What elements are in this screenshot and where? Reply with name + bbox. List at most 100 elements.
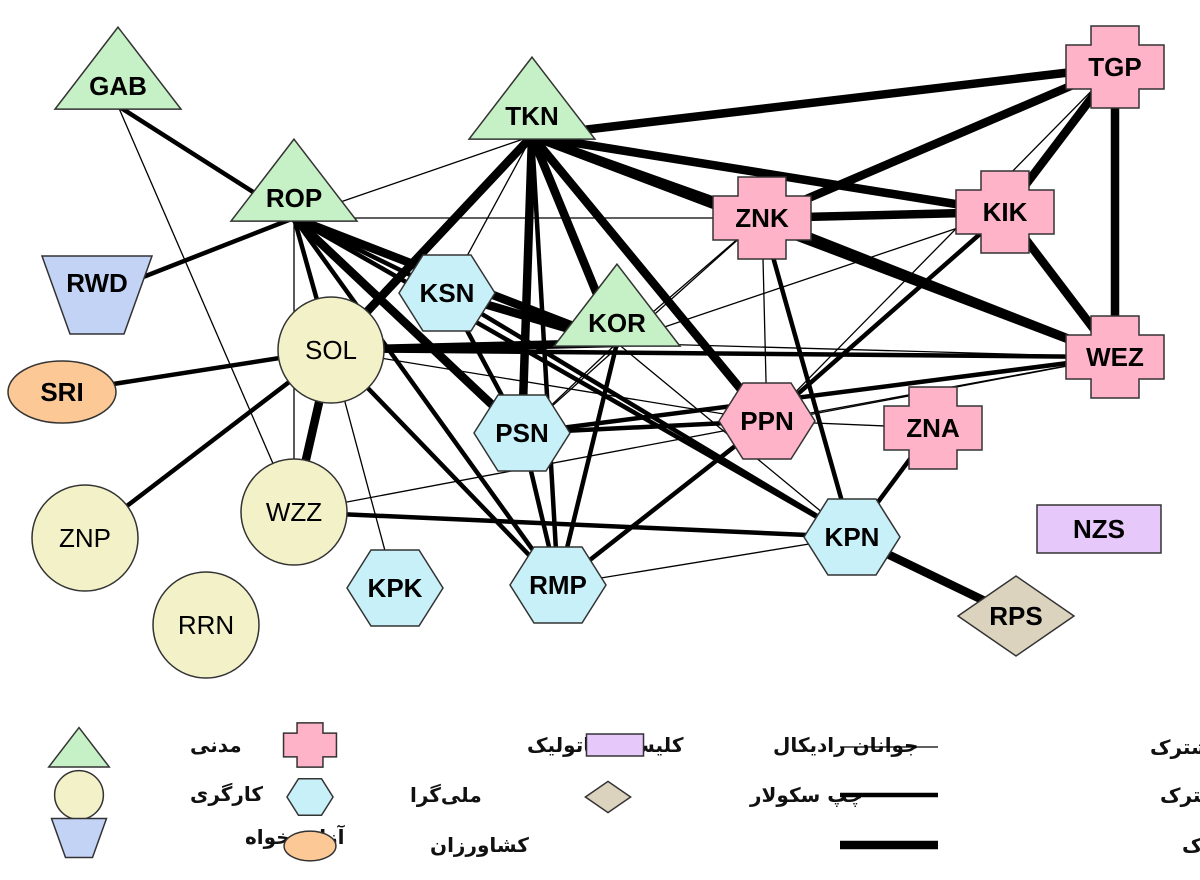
legend-label: ملی‌گرا <box>410 783 482 807</box>
node-rwd[interactable]: RWD <box>40 255 154 335</box>
legend-ellipse-icon <box>283 830 337 862</box>
trapezoid-shape <box>40 255 154 335</box>
legend-item-secular-left: چپ سکولار <box>584 780 863 814</box>
node-ppn[interactable]: PPN <box>718 382 816 460</box>
legend-edge-3-4: ۳ یا ۴ عضو مشترک <box>840 783 1200 807</box>
legend: مدنیکارگریآزادی‌خواهکلیسای کاتولیکملی‌گر… <box>47 722 1200 862</box>
legend-item-catholic: کلیسای کاتولیک <box>282 722 684 768</box>
edge-rmp-kpn <box>557 536 853 586</box>
legend-item-farmers: کشاورزان <box>283 830 529 862</box>
legend-label: حداقل ۵ عضو مشترک <box>1182 833 1200 857</box>
legend-item-civil: مدنی <box>47 726 242 768</box>
cross-shape <box>955 170 1055 254</box>
node-label: PSN <box>495 418 548 448</box>
edge-wez-sol <box>330 347 1116 360</box>
node-tkn[interactable]: TKN <box>467 55 597 140</box>
node-label: ROP <box>266 183 322 213</box>
legend-triangle-icon <box>47 726 111 768</box>
edge-wez-psn <box>521 354 1116 436</box>
edge-ppn-rmp <box>556 419 769 587</box>
triangle-shape <box>53 25 183 110</box>
edge-wez-kor <box>616 342 1116 358</box>
node-label: ZNK <box>735 203 789 233</box>
edge-rop-kpn <box>292 216 854 539</box>
legend-label: ۱ یا ۲ عضو مشترک <box>1150 735 1200 759</box>
hexagon-shape <box>473 394 571 472</box>
edge-kor-rmp <box>555 342 620 586</box>
node-label: KOR <box>588 308 646 338</box>
node-label: WZZ <box>266 497 322 527</box>
node-zna[interactable]: ZNA <box>883 386 983 470</box>
node-label: WEZ <box>1086 342 1144 372</box>
edge-tkn-kik <box>531 131 1006 217</box>
node-label: SRI <box>40 377 83 407</box>
node-rps[interactable]: RPS <box>956 575 1076 657</box>
node-gab[interactable]: GAB <box>53 25 183 110</box>
node-kik[interactable]: KIK <box>955 170 1055 254</box>
edge-tkn-tgp <box>531 62 1116 141</box>
node-label: ZNA <box>906 413 960 443</box>
circle-shape <box>277 296 385 404</box>
edge-sol-ppn <box>330 349 768 422</box>
hexagon-shape <box>803 498 901 576</box>
node-rop[interactable]: ROP <box>229 137 359 222</box>
node-kor[interactable]: KOR <box>552 262 682 347</box>
node-label: RWD <box>66 268 128 298</box>
node-label: ZNP <box>59 523 111 553</box>
node-kpn[interactable]: KPN <box>803 498 901 576</box>
node-ksn[interactable]: KSN <box>398 254 496 332</box>
legend-item-radical-youth: جوانان رادیکال <box>585 733 919 757</box>
legend-edge-5+: حداقل ۵ عضو مشترک <box>840 833 1200 857</box>
hexagon-shape <box>509 546 607 624</box>
node-wez[interactable]: WEZ <box>1065 315 1165 399</box>
edge-wzz-kpn <box>293 509 853 540</box>
circle-shape <box>240 458 348 566</box>
node-label: KSN <box>420 278 475 308</box>
legend-label: مدنی <box>190 733 242 757</box>
hexagon-shape <box>398 254 496 332</box>
cross-shape <box>712 176 812 260</box>
circle-shape <box>31 484 139 592</box>
hexagon-shape <box>346 549 444 627</box>
edge-tgp-ppn <box>766 66 1116 422</box>
node-nzs[interactable]: NZS <box>1036 504 1162 554</box>
edge-sol-rmp <box>329 348 560 587</box>
edge-tkn-ppn <box>528 133 771 424</box>
triangle-shape <box>229 137 359 222</box>
legend-edge-1-2: ۱ یا ۲ عضو مشترک <box>840 735 1200 759</box>
nodes-layer: GAB TKN ROP KOR RWD SOL SRI ZNP WZZ RRN KSN PSN KPK R… <box>7 25 1165 679</box>
edge-znk-kpn <box>759 217 855 538</box>
edge-tkn-psn <box>517 135 537 434</box>
node-sri[interactable]: SRI <box>7 360 117 424</box>
node-znk[interactable]: ZNK <box>712 176 812 260</box>
legend-circle-icon <box>53 769 105 821</box>
diamond-shape <box>956 575 1076 657</box>
ellipse-shape <box>7 360 117 424</box>
node-rrn[interactable]: RRN <box>152 571 260 679</box>
node-label: RRN <box>178 610 234 640</box>
node-tgp[interactable]: TGP <box>1065 25 1165 109</box>
cross-shape <box>883 386 983 470</box>
legend-item-nationalist: ملی‌گرا <box>286 778 482 816</box>
node-kpk[interactable]: KPK <box>346 549 444 627</box>
legend-label: ۳ یا ۴ عضو مشترک <box>1160 783 1200 807</box>
node-label: TKN <box>505 101 558 131</box>
edge-wez-wzz <box>293 356 1116 513</box>
node-znp[interactable]: ZNP <box>31 484 139 592</box>
node-label: KPN <box>825 522 880 552</box>
legend-cross-icon <box>282 722 338 768</box>
edge-znk-tgp <box>760 63 1117 222</box>
node-sol[interactable]: SOL <box>277 296 385 404</box>
node-label: RPS <box>989 601 1042 631</box>
node-label: NZS <box>1073 514 1125 544</box>
legend-label: جوانان رادیکال <box>773 733 919 757</box>
legend-rectangle-icon <box>585 733 645 757</box>
node-psn[interactable]: PSN <box>473 394 571 472</box>
node-wzz[interactable]: WZZ <box>240 458 348 566</box>
node-rmp[interactable]: RMP <box>509 546 607 624</box>
legend-hexagon-icon <box>286 778 334 816</box>
node-label: KPK <box>368 573 423 603</box>
hexagon-shape <box>718 382 816 460</box>
edge-kik-kor <box>616 211 1006 344</box>
